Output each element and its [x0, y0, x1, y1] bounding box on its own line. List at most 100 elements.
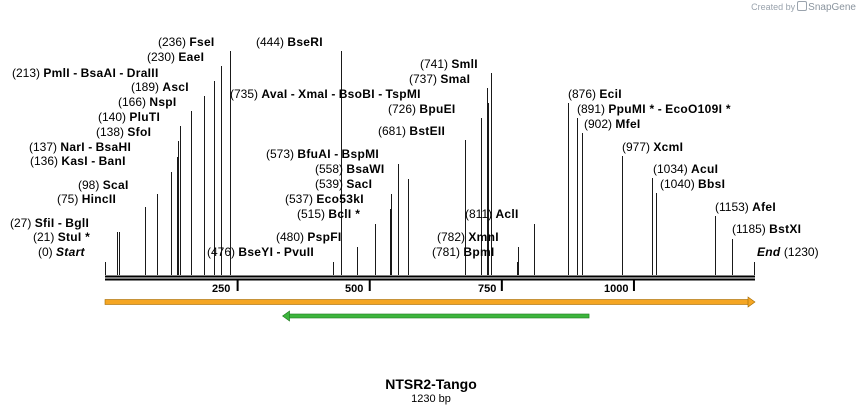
enzyme-name: KasI [61, 154, 88, 168]
enzyme-name: PvuII [283, 245, 315, 259]
site-position: (539) [315, 177, 347, 191]
enzyme-name: NarI [60, 140, 85, 154]
restriction-site-label[interactable]: (21) StuI * [33, 230, 90, 244]
site-position: (21) [33, 230, 58, 244]
site-position: (782) [437, 230, 469, 244]
start-label: (0) Start [38, 245, 85, 259]
enzyme-name: DraIII [126, 66, 159, 80]
enzyme-name: StuI * [57, 230, 91, 244]
restriction-site-label[interactable]: (681) BstEII [378, 124, 445, 138]
site-separator: - [328, 87, 339, 101]
enzyme-name: SfoI [127, 125, 152, 139]
enzyme-name: BbsI [698, 177, 726, 191]
site-separator: - [330, 147, 342, 161]
site-position: (140) [98, 110, 130, 124]
branding-product: SnapGene [808, 2, 856, 13]
restriction-site-label[interactable]: (876) EciI [568, 87, 622, 101]
restriction-site-label[interactable]: (236) FseI [158, 35, 215, 49]
restriction-site-label[interactable]: (213) PmlI - BsaAI - DraIII [12, 66, 159, 80]
ruler-tick-label: 750 [478, 283, 497, 295]
restriction-site-label[interactable]: (230) EaeI [147, 50, 204, 64]
enzyme-name: EaeI [178, 50, 205, 64]
restriction-site-label[interactable]: (75) HincII [57, 192, 116, 206]
ruler-tick-label: 250 [212, 283, 231, 295]
site-position: (737) [409, 72, 441, 86]
site-position: (27) [10, 216, 35, 230]
restriction-site-label[interactable]: (27) SfiI - BglI [10, 216, 89, 230]
restriction-site-label[interactable]: (781) BpmI [432, 245, 495, 259]
site-position: (891) [577, 102, 609, 116]
site-position: (726) [388, 102, 420, 116]
enzyme-name: SacI [346, 177, 373, 191]
enzyme-name: TspMI [385, 87, 421, 101]
enzyme-name: PpuMI * [608, 102, 655, 116]
restriction-site-label[interactable]: (726) BpuEI [388, 102, 456, 116]
restriction-site-label[interactable]: (98) ScaI [78, 178, 129, 192]
site-position: (1185) [732, 222, 770, 236]
enzyme-name: BsaWI [346, 162, 385, 176]
restriction-site-label[interactable]: (480) PspFI [276, 230, 342, 244]
feature-arrowhead [282, 310, 290, 322]
enzyme-name: EcoO109I * [665, 102, 731, 116]
restriction-site-label[interactable]: (1153) AfeI [715, 200, 776, 214]
enzyme-name: SmlI [451, 57, 478, 71]
restriction-site-label[interactable]: (137) NarI - BsaHI [29, 140, 131, 154]
site-position: (1040) [660, 177, 699, 191]
restriction-site-label[interactable]: (558) BsaWI [315, 162, 385, 176]
start-name: Start [56, 245, 85, 259]
restriction-site-label[interactable]: (811) AclI [465, 207, 519, 221]
restriction-site-label[interactable]: (539) SacI [315, 177, 372, 191]
feature-body [104, 299, 750, 305]
site-position: (480) [276, 230, 308, 244]
site-position: (735) [230, 87, 262, 101]
restriction-site-label[interactable]: (1185) BstXI [732, 222, 801, 236]
restriction-site-label[interactable]: (573) BfuAI - BspMI [266, 147, 379, 161]
restriction-site-label[interactable]: (737) SmaI [409, 72, 470, 86]
restriction-site-label[interactable]: (782) XmnI [437, 230, 499, 244]
map-length: 1230 bp [411, 393, 451, 405]
enzyme-name: BsaHI [95, 140, 132, 154]
restriction-site-label[interactable]: (741) SmlI [420, 57, 478, 71]
restriction-site-label[interactable]: (1040) BbsI [660, 177, 725, 191]
site-position: (573) [266, 147, 298, 161]
enzyme-name: BanI [98, 154, 126, 168]
snapgene-logo-icon [797, 1, 808, 11]
site-separator: - [54, 216, 66, 230]
restriction-site-label[interactable]: (537) Eco53kI [285, 192, 364, 206]
restriction-site-label[interactable]: (977) XcmI [622, 140, 683, 154]
site-position: (977) [622, 140, 654, 154]
site-position: (136) [30, 154, 62, 168]
restriction-site-label[interactable]: (140) PluTI [98, 110, 160, 124]
restriction-site-label[interactable]: (515) BclI * [297, 207, 360, 221]
restriction-site-label[interactable]: (902) MfeI [584, 117, 641, 131]
restriction-site-label[interactable]: (476) BseYI - PvuII [207, 245, 314, 259]
restriction-site-label[interactable]: (136) KasI - BanI [30, 154, 126, 168]
restriction-site-label[interactable]: (138) SfoI [96, 125, 151, 139]
enzyme-name: SfiI [34, 216, 55, 230]
site-position: (444) [256, 35, 288, 49]
site-position: (137) [29, 140, 61, 154]
site-position: (476) [207, 245, 239, 259]
site-separator: - [116, 66, 127, 80]
enzyme-name: AcuI [691, 162, 719, 176]
feature-arrowhead [747, 296, 756, 308]
restriction-site-label[interactable]: (735) AvaI - XmaI - BsoBI - TspMI [230, 87, 421, 101]
enzyme-name: AfeI [752, 200, 777, 214]
restriction-site-label[interactable]: (166) NspI [118, 95, 177, 109]
restriction-site-label[interactable]: (891) PpuMI * - EcoO109I * [577, 102, 731, 116]
site-position: (75) [57, 192, 82, 206]
site-position: (537) [285, 192, 317, 206]
site-position: (741) [420, 57, 452, 71]
restriction-site-label[interactable]: (1034) AcuI [653, 162, 718, 176]
enzyme-name: EciI [599, 87, 622, 101]
enzyme-name: BstEII [409, 124, 446, 138]
ruler-tick-label: 500 [345, 283, 364, 295]
site-position: (166) [118, 95, 150, 109]
restriction-site-label[interactable]: (444) BseRI [256, 35, 323, 49]
site-position: (189) [131, 80, 163, 94]
enzyme-name: XmnI [468, 230, 499, 244]
restriction-site-label[interactable]: (189) AscI [131, 80, 189, 94]
ruler-tick-label: 1000 [604, 283, 629, 295]
site-position: (213) [12, 66, 44, 80]
site-position: (1153) [715, 200, 753, 214]
